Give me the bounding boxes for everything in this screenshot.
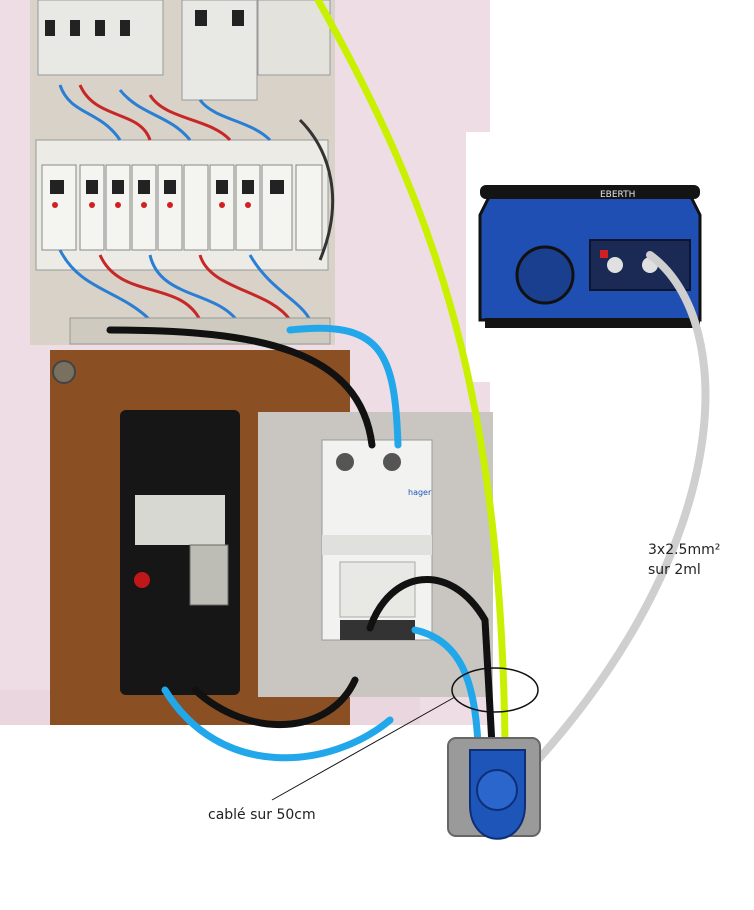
breaker-row — [41, 164, 323, 251]
wire-neutral-lower — [411, 626, 482, 749]
old-main-breaker — [120, 410, 240, 695]
blue-socket — [447, 737, 541, 840]
wire-generator — [496, 251, 710, 804]
highlight-ellipse — [451, 667, 539, 713]
generator: EBERTH — [478, 185, 702, 328]
generator-brand: EBERTH — [600, 190, 635, 200]
top-breakers — [45, 10, 244, 36]
wire-neutral-loop — [161, 686, 394, 762]
modular-breaker-brand: hager — [408, 488, 432, 497]
wire-earth — [314, 0, 509, 744]
wire-neutral-upper — [286, 324, 402, 449]
breaker-test-buttons — [52, 202, 251, 208]
cable-spec-line2: sur 2ml — [648, 562, 701, 578]
wires — [106, 0, 710, 804]
board-screw — [52, 360, 76, 384]
breaker-toggles — [50, 180, 284, 194]
wire-phase-loop — [191, 676, 359, 729]
cable-spec-line1: 3x2.5mm² — [648, 542, 721, 558]
wire-phase-upper — [106, 326, 376, 449]
wire-phase-lower — [366, 576, 496, 749]
pointer-line — [271, 696, 456, 801]
upper-distribution-panel — [30, 0, 335, 345]
panel-wires — [58, 84, 335, 326]
cable-spec-label: 3x2.5mm² sur 2ml — [648, 540, 720, 580]
cable-length-label: cablé sur 50cm — [208, 807, 316, 823]
